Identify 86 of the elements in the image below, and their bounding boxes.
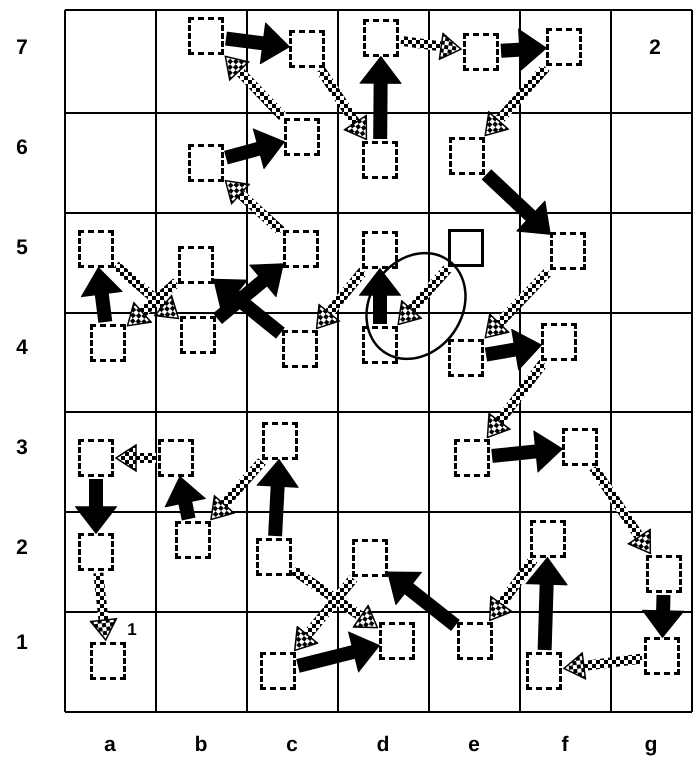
row-label: 7: [16, 36, 28, 60]
dashed-square: [180, 316, 216, 354]
checkered-arrow: [316, 66, 368, 140]
dashed-square: [188, 144, 224, 182]
block-arrow: [359, 268, 401, 324]
dashed-square: [283, 230, 319, 268]
block-arrow: [360, 56, 402, 140]
dashed-square: [175, 521, 211, 559]
dashed-square: [550, 232, 586, 270]
block-arrow: [224, 128, 285, 169]
cell-number: 2: [649, 36, 661, 60]
dashed-square: [78, 230, 114, 268]
row-label: 6: [16, 136, 28, 160]
row-label: 4: [16, 336, 28, 360]
block-arrow: [213, 278, 285, 339]
dashed-square: [362, 141, 398, 179]
dashed-square: [188, 17, 224, 55]
column-label: c: [286, 733, 298, 757]
block-arrow: [642, 594, 684, 638]
checkered-arrow: [484, 268, 552, 338]
dashed-square: [90, 324, 126, 362]
dashed-square: [644, 637, 680, 675]
block-arrow: [491, 430, 563, 472]
checkered-arrow: [90, 572, 118, 641]
row-label: 2: [16, 536, 28, 560]
dashed-square: [646, 555, 682, 593]
checkered-arrow: [290, 566, 378, 628]
dashed-square: [362, 326, 398, 364]
checkered-arrow: [112, 262, 180, 320]
dashed-square: [178, 246, 214, 284]
checkered-arrow: [489, 556, 538, 622]
column-label: f: [562, 733, 568, 757]
checkered-arrow: [400, 32, 462, 60]
dashed-square: [78, 439, 114, 477]
checkered-arrow: [210, 458, 266, 520]
checkered-arrow: [294, 575, 358, 652]
dashed-square: [449, 137, 485, 175]
column-label: g: [644, 733, 658, 757]
block-arrow: [213, 263, 284, 324]
dashed-square: [463, 33, 499, 71]
block-arrow: [81, 267, 122, 323]
dashed-square: [448, 339, 484, 377]
checkered-arrow: [397, 265, 452, 326]
dashed-square: [289, 30, 325, 68]
dashed-square: [562, 428, 598, 466]
row-label: 1: [16, 631, 28, 655]
dashed-square: [363, 19, 399, 57]
checkered-arrow: [590, 464, 652, 554]
checkered-arrow: [115, 444, 156, 472]
column-label: b: [194, 733, 208, 757]
square: [448, 229, 484, 267]
dashed-square: [78, 533, 114, 571]
block-arrow: [500, 28, 547, 70]
dashed-square: [90, 642, 126, 680]
cell-number: 1: [127, 619, 137, 641]
checkered-arrow: [484, 64, 550, 136]
checkered-arrow: [224, 180, 285, 236]
block-arrow: [164, 476, 206, 520]
dashed-square: [541, 323, 577, 361]
block-arrow: [225, 22, 290, 64]
checkered-arrow: [563, 652, 643, 680]
block-arrow: [387, 571, 460, 632]
checkered-arrow: [224, 56, 286, 120]
dashed-square: [530, 520, 566, 558]
dashed-square: [379, 622, 415, 660]
dashed-square: [362, 231, 398, 269]
row-label: 5: [16, 236, 28, 260]
dashed-square: [262, 422, 298, 460]
dashed-square: [454, 439, 490, 477]
dashed-square: [260, 652, 296, 690]
dashed-square: [256, 538, 292, 576]
checkered-arrow: [486, 360, 548, 438]
dashed-square: [526, 652, 562, 690]
checkered-arrow: [316, 267, 368, 330]
dashed-square: [284, 118, 320, 156]
column-label: d: [376, 733, 390, 757]
column-label: a: [104, 733, 116, 757]
dashed-square: [546, 28, 582, 66]
dashed-square: [457, 622, 493, 660]
column-label: e: [468, 733, 480, 757]
checkered-arrow: [126, 278, 180, 326]
dashed-square: [282, 330, 318, 368]
dashed-square: [158, 439, 194, 477]
block-arrow: [75, 479, 117, 534]
dashed-square: [352, 539, 388, 577]
row-label: 3: [16, 436, 28, 460]
